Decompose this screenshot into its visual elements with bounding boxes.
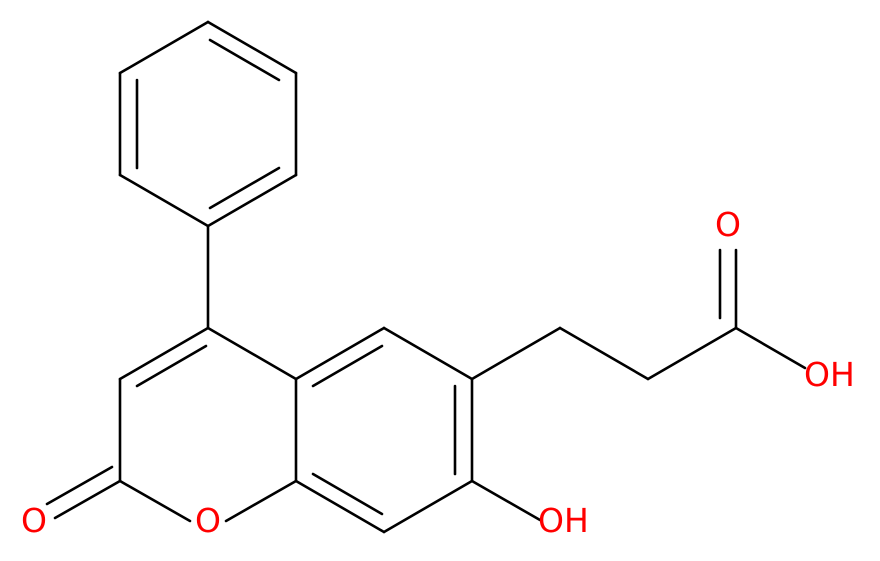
bond-phenyl-3 — [206, 173, 298, 228]
bond-c4-c3 — [118, 326, 210, 381]
bond-c4-c3-inner — [135, 344, 208, 388]
bond-ch2b-cooh — [646, 326, 738, 381]
bond-c5-c6 — [382, 326, 474, 381]
bond-c2-o1 — [118, 479, 192, 523]
bonds — [45, 20, 807, 534]
bond-phenyl-1 — [206, 20, 298, 75]
bond-c6-ch2a — [470, 326, 562, 381]
atom-labels: O O OH O OH — [21, 205, 855, 540]
bond-c4a-c5-inner — [311, 344, 384, 388]
bond-ch2a-ch2b — [558, 326, 650, 381]
bond-phenyl-6 — [118, 20, 210, 75]
bond-c2-carbonyl-a — [53, 479, 122, 520]
bond-phenyl-inner-2 — [208, 166, 281, 210]
bond-c2-carbonyl-b — [45, 465, 114, 506]
bond-phenyl-4 — [118, 173, 210, 228]
acid-hydroxyl-label: OH — [804, 355, 855, 394]
bond-phenyl-inner-1 — [208, 38, 281, 82]
carbonyl-oxygen-label: O — [21, 501, 47, 540]
acid-carbonyl-oxygen-label: O — [715, 205, 741, 244]
bond-c4a-c5 — [294, 326, 386, 381]
bond-c7-oh — [470, 479, 542, 522]
bond-c8-c8a-inner — [311, 472, 384, 516]
ring-oxygen-label: O — [195, 501, 221, 540]
bond-c8-c8a — [294, 479, 386, 534]
bond-c4a-c4 — [206, 326, 298, 381]
bond-o1-c8a — [224, 479, 298, 523]
bond-c7-c8 — [382, 479, 474, 534]
bond-cooh-oh — [734, 326, 807, 370]
phenol-hydroxyl-label: OH — [538, 501, 589, 540]
